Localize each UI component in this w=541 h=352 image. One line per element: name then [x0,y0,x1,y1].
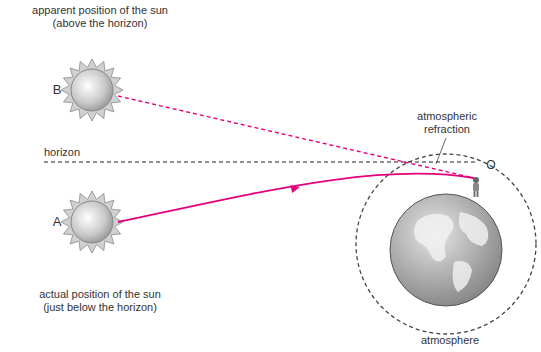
leader-line [436,138,446,164]
actual-ray [118,174,474,222]
apparent-ray [118,96,474,178]
earth-globe [390,194,502,306]
point-letter: B [50,82,64,98]
observer-figure [473,177,479,197]
atmosphere-label: atmosphere [410,334,490,347]
ray-arrowhead [290,183,301,193]
horizon-line [44,162,478,163]
sun-apparent [61,59,123,121]
caption-actual: actual position of the sun (just below t… [30,288,170,314]
point-letter: O [484,158,498,172]
point-letter: A [50,214,64,230]
atmosphere-boundary [356,154,536,334]
horizon-label: horizon [44,146,104,159]
sun-actual [61,191,123,253]
caption-apparent: apparent position of the sun (above the … [30,4,170,30]
refraction-label: atmospheric refraction [405,110,489,136]
